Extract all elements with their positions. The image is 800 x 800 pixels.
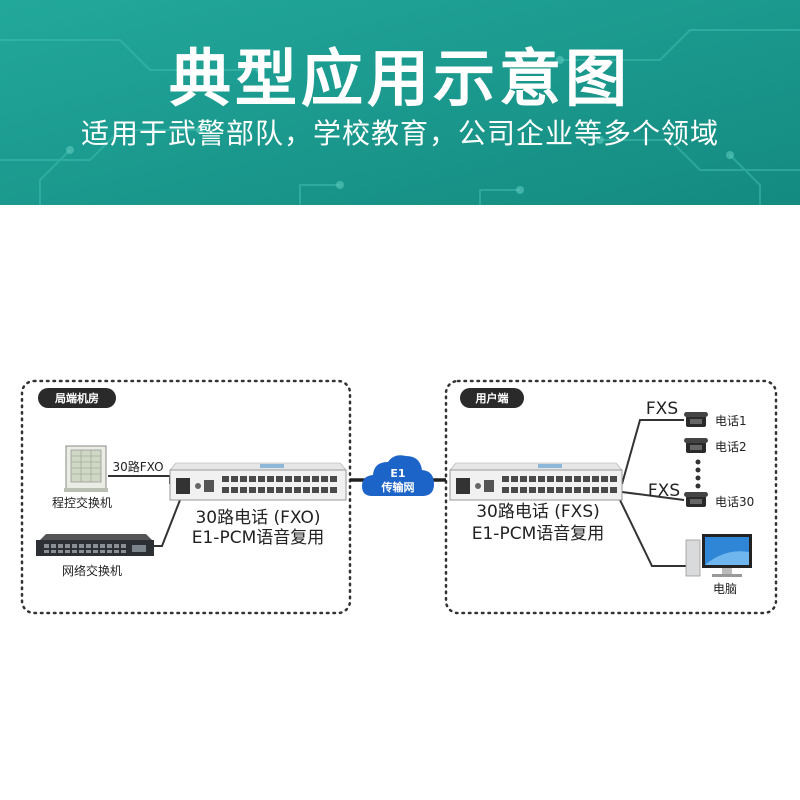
- cloud-label-line2: 传输网: [381, 480, 415, 494]
- left-device-caption-1: 30路电话 (FXO): [195, 508, 320, 528]
- telephone-icon: [684, 438, 708, 453]
- phone-1-label: 电话1: [715, 414, 747, 428]
- telephone-icon: [684, 412, 708, 427]
- right-zone-tag: 用户端: [460, 388, 524, 408]
- left-device-caption-2: E1-PCM语音复用: [192, 528, 324, 548]
- fxs-label-bottom: FXS: [648, 481, 680, 501]
- switch-label: 网络交换机: [62, 563, 122, 578]
- right-zone-tag-label: 用户端: [476, 391, 509, 405]
- ellipsis-dots: [696, 460, 701, 489]
- phone-30-label: 电话30: [715, 495, 754, 509]
- network-switch-icon: [36, 534, 154, 556]
- fxs-label-top: FXS: [646, 399, 678, 419]
- pcm-multiplexer-icon: [170, 463, 346, 500]
- right-device-caption-1: 30路电话 (FXS): [476, 502, 600, 522]
- telephone-icon: [684, 492, 708, 507]
- right-computer-line: [620, 500, 686, 566]
- desktop-computer-icon: [686, 534, 752, 577]
- switch-link-line: [150, 500, 180, 546]
- pbx-cabinet-icon: [64, 446, 108, 492]
- phone-2-label: 电话2: [715, 440, 747, 454]
- cloud-label-line1: E1: [390, 467, 405, 480]
- fxo-link-label: 30路FXO: [112, 459, 163, 474]
- left-zone-tag: 局端机房: [38, 388, 116, 408]
- pcm-multiplexer-icon-right: [450, 463, 622, 500]
- pbx-link-line: [108, 476, 170, 484]
- left-zone-tag-label: 局端机房: [54, 391, 99, 405]
- cloud-icon: E1 传输网: [362, 455, 434, 496]
- right-device-caption-2: E1-PCM语音复用: [472, 524, 604, 544]
- computer-label: 电脑: [713, 582, 737, 596]
- pbx-label: 程控交换机: [52, 495, 112, 510]
- right-fxs-line-top: [622, 420, 684, 484]
